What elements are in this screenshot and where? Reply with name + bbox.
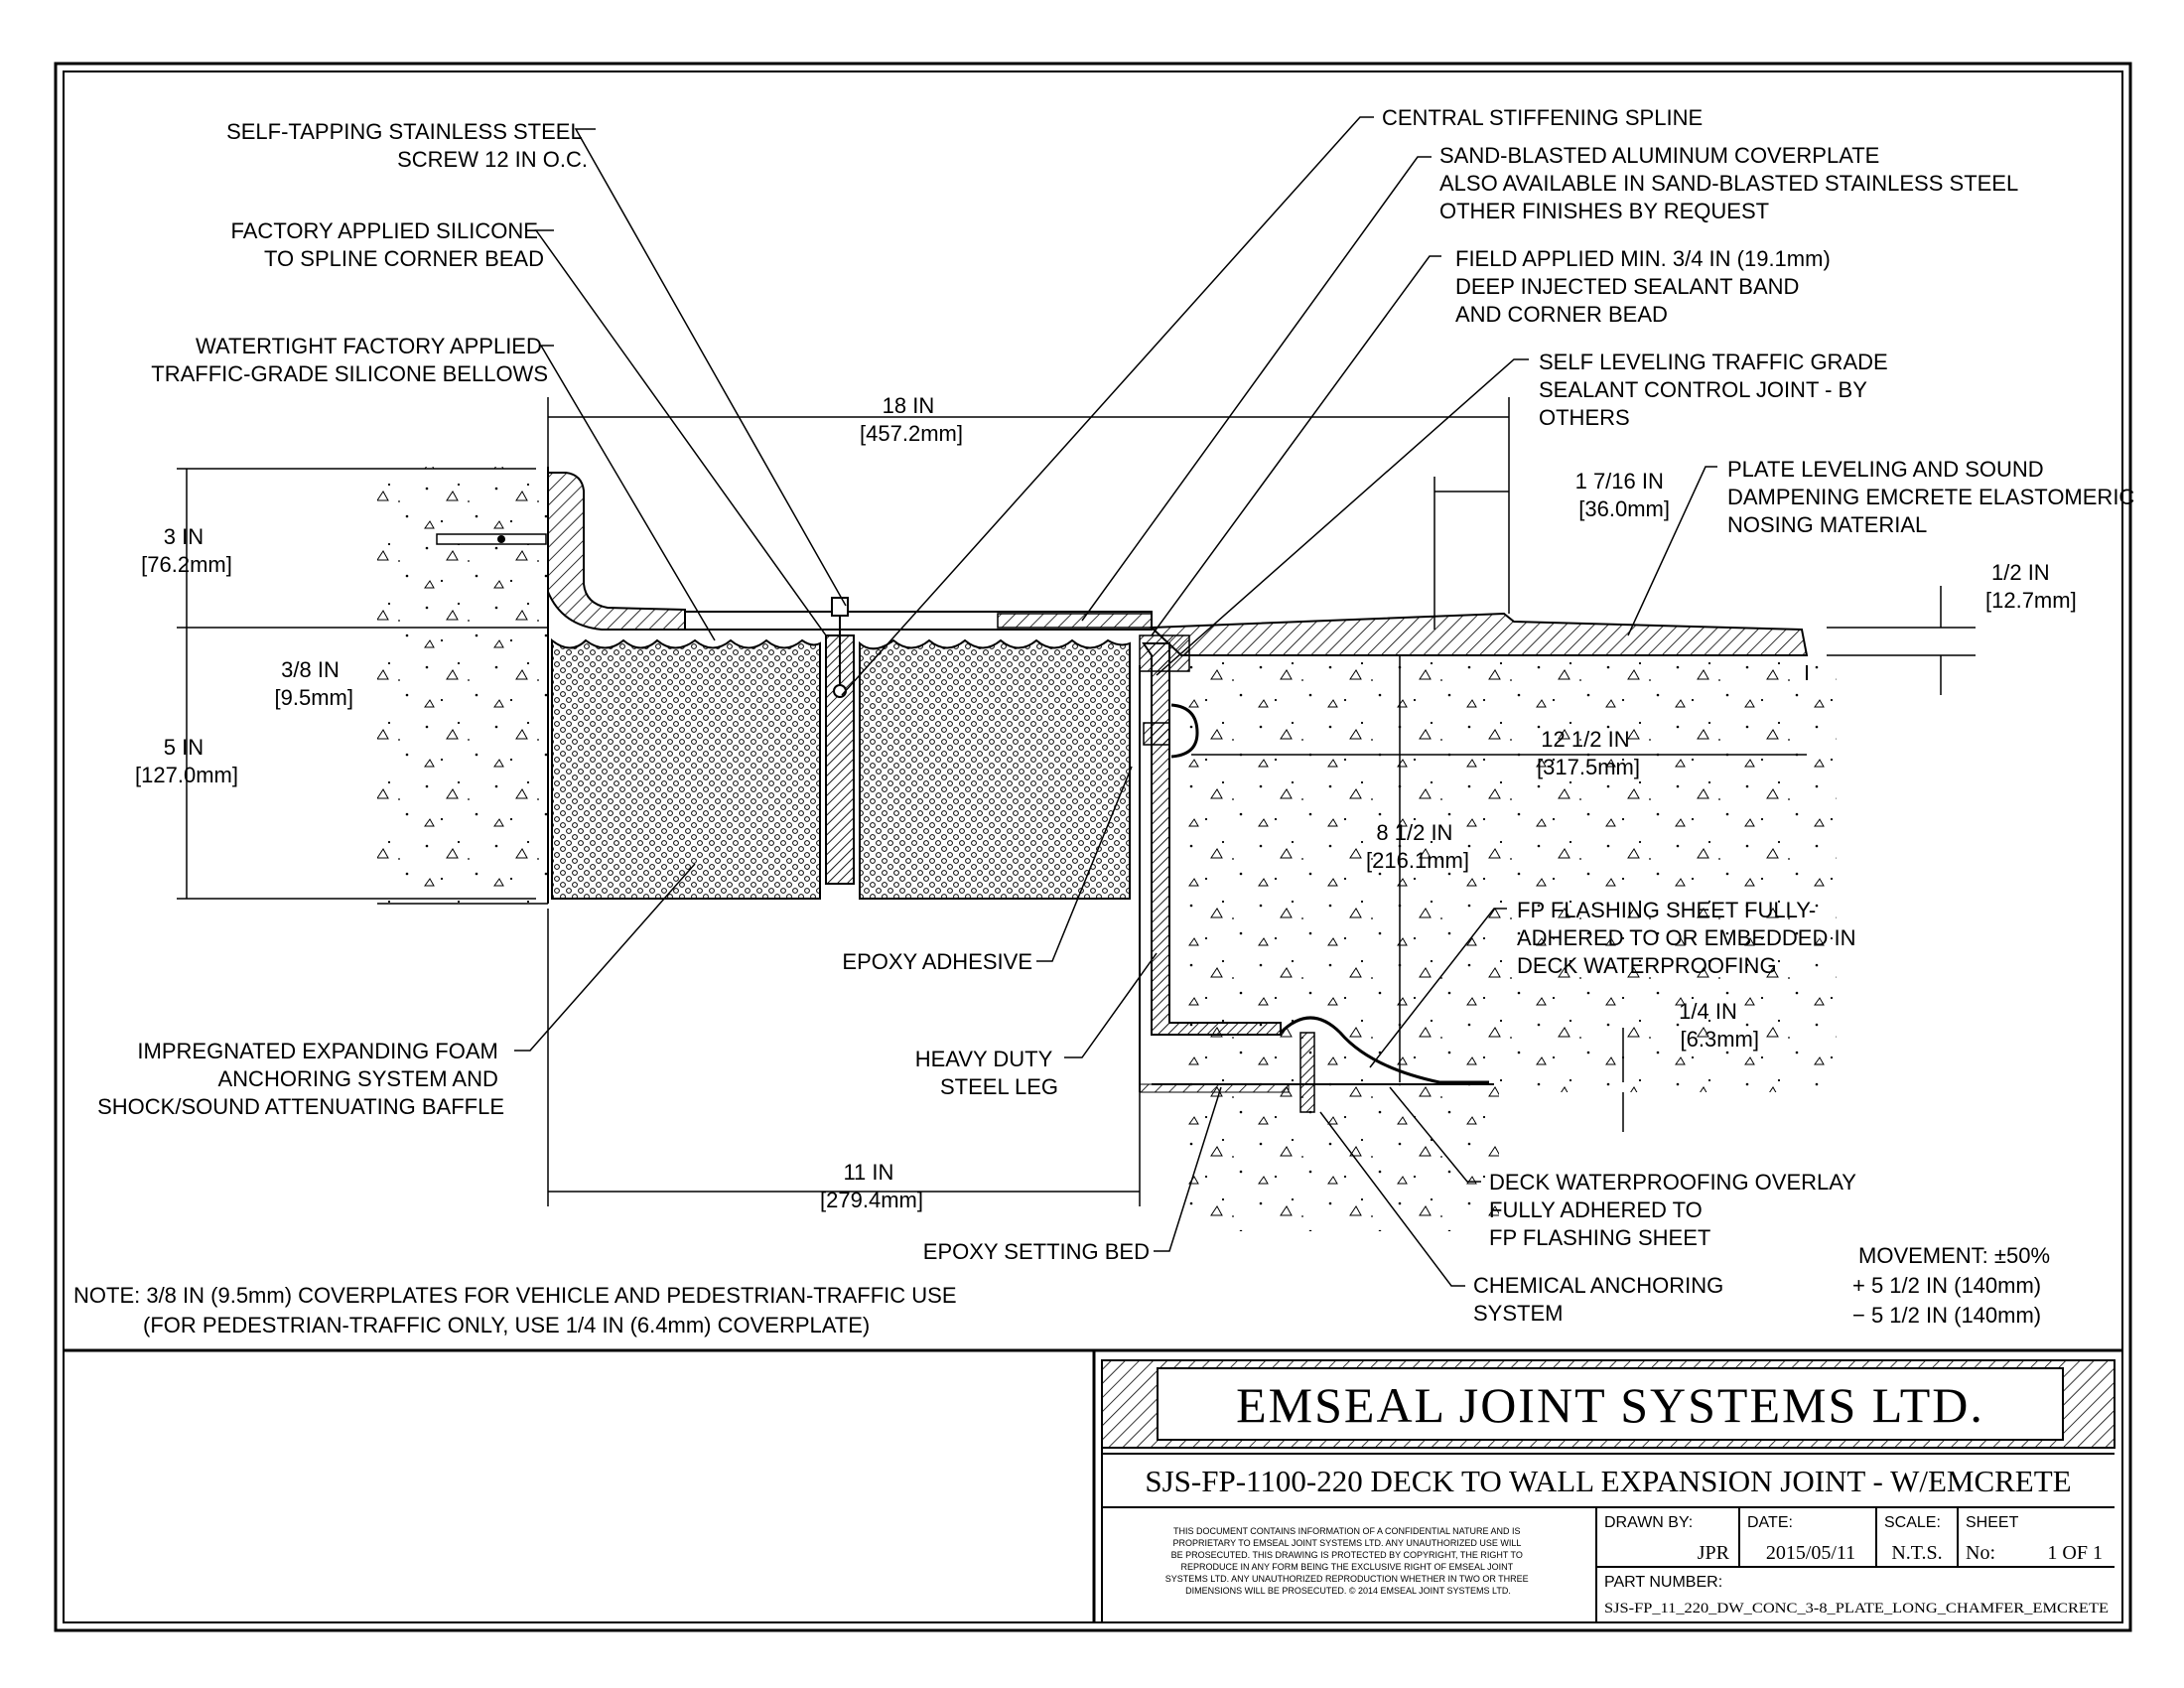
flashing-sheet (1279, 1016, 1489, 1084)
callouts: SELF-TAPPING STAINLESS STEEL SCREW 12 IN… (97, 105, 2140, 1326)
emcrete-nosing (1149, 612, 1809, 656)
dimension-lines (177, 397, 1976, 1206)
left-concrete (377, 467, 548, 904)
part-number-value: SJS-FP_11_220_DW_CONC_3-8_PLATE_LONG_CHA… (1604, 1601, 2109, 1617)
dim-11in: 11 IN [279.4mm] (820, 1160, 923, 1212)
dim-5in: 5 IN [127.0mm] (135, 735, 238, 787)
callout-nosing: PLATE LEVELING AND SOUND DAMPENING EMCRE… (1727, 457, 2140, 537)
callout-sealant-band: FIELD APPLIED MIN. 3/4 IN (19.1mm) DEEP … (1455, 246, 1837, 327)
callout-overlay: DECK WATERPROOFING OVERLAY FULLY ADHERED… (1489, 1170, 1862, 1250)
sheet-value: 1 OF 1 (2047, 1542, 2103, 1564)
callout-chem-anchor: CHEMICAL ANCHORING SYSTEM (1473, 1273, 1729, 1326)
company-name: EMSEAL JOINT SYSTEMS LTD. (1236, 1377, 1984, 1433)
steel-leg (1142, 642, 1282, 1036)
dim-1-2in: 1/2 IN [12.7mm] (1985, 560, 2077, 613)
drawn-by-value: JPR (1698, 1542, 1730, 1564)
foam-block-left (551, 637, 821, 900)
dim-3-8in: 3/8 IN [9.5mm] (275, 657, 353, 710)
callout-screw: SELF-TAPPING STAINLESS STEEL SCREW 12 IN… (226, 119, 588, 172)
callout-setting-bed: EPOXY SETTING BED (923, 1239, 1150, 1264)
date-label: DATE: (1747, 1514, 1793, 1531)
date-value: 2015/05/11 (1766, 1542, 1855, 1564)
dimension-labels: 18 IN [457.2mm] 1 7/16 IN [36.0mm] 3 IN … (135, 393, 2077, 1212)
anchor-bolt (436, 533, 547, 545)
coverplate-note: NOTE: 3/8 IN (9.5mm) COVERPLATES FOR VEH… (73, 1283, 963, 1337)
disclaimer: THIS DOCUMENT CONTAINS INFORMATION OF A … (1165, 1526, 1531, 1596)
right-concrete (1181, 655, 1837, 1092)
callout-silicone-bead: FACTORY APPLIED SILICONE TO SPLINE CORNE… (231, 218, 544, 271)
foam-block-right (859, 638, 1131, 900)
dim-12-1-2in: 12 1/2 IN [317.5mm] (1537, 727, 1640, 779)
callout-bellows: WATERTIGHT FACTORY APPLIED TRAFFIC-GRADE… (151, 334, 548, 386)
dim-1-7-16in: 1 7/16 IN [36.0mm] (1575, 469, 1670, 521)
title-block: EMSEAL JOINT SYSTEMS LTD. SJS-FP-1100-22… (1092, 1350, 2116, 1622)
callout-flashing: FP FLASHING SHEET FULLY- ADHERED TO OR E… (1517, 898, 1862, 978)
leader-lines (514, 116, 1717, 1287)
callout-spline: CENTRAL STIFFENING SPLINE (1382, 105, 1703, 130)
callout-foam: IMPREGNATED EXPANDING FOAM ANCHORING SYS… (97, 1039, 504, 1119)
section-drawing (377, 467, 1837, 1231)
movement-spec: MOVEMENT: ±50% + 5 1/2 IN (140mm) − 5 1/… (1852, 1243, 2056, 1328)
drawing-title: SJS-FP-1100-220 DECK TO WALL EXPANSION J… (1145, 1464, 2071, 1498)
callout-epoxy-adhesive: EPOXY ADHESIVE (842, 949, 1032, 974)
drawn-by-label: DRAWN BY: (1604, 1514, 1693, 1531)
part-number-label: PART NUMBER: (1604, 1574, 1722, 1591)
callout-control-joint: SELF LEVELING TRAFFIC GRADE SEALANT CONT… (1539, 350, 1894, 430)
callout-coverplate: SAND-BLASTED ALUMINUM COVERPLATE ALSO AV… (1439, 143, 2024, 223)
left-angle (547, 472, 686, 631)
dim-18in: 18 IN [457.2mm] (860, 393, 963, 446)
sheet-no-label: No: (1966, 1542, 1995, 1564)
dim-3in: 3 IN [76.2mm] (141, 524, 232, 577)
chemical-anchor (1299, 1032, 1315, 1113)
setting-bed (1139, 1083, 1290, 1093)
callout-steel-leg: HEAVY DUTY STEEL LEG (915, 1047, 1058, 1099)
dim-8-1-2in: 8 1/2 IN [216.1mm] (1366, 820, 1469, 873)
dim-1-4in: 1/4 IN [6.3mm] (1679, 999, 1759, 1052)
sheet-label: SHEET (1966, 1514, 2019, 1531)
outer-border (54, 62, 2132, 1632)
scale-label: SCALE: (1884, 1514, 1941, 1531)
scale-value: N.T.S. (1891, 1542, 1942, 1564)
